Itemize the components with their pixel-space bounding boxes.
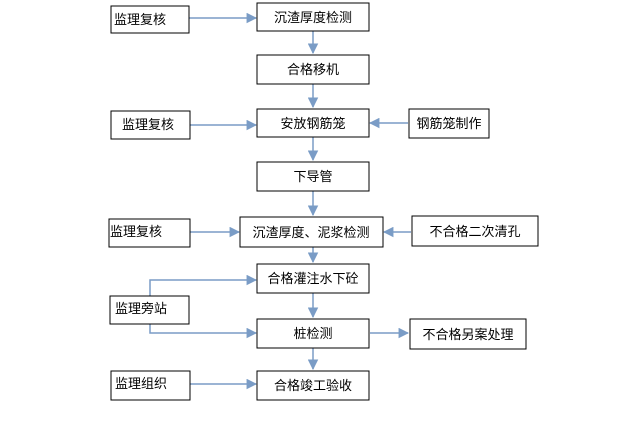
- node-check1-label: 沉渣厚度检测: [274, 10, 352, 26]
- node-sup3: 监理复核: [108, 218, 191, 248]
- node-move-label: 合格移机: [287, 62, 339, 78]
- node-accept: 合格竣工验收: [256, 370, 370, 401]
- node-cage-make-label: 钢筋笼制作: [416, 116, 481, 132]
- node-cage-place: 安放钢筋笼: [256, 108, 370, 138]
- node-check2: 沉渣厚度、泥浆检测: [239, 216, 384, 248]
- node-sup1: 监理复核: [110, 5, 190, 34]
- arrow-supside-to-pile: [149, 324, 258, 339]
- node-sup-side-label: 监理旁站: [115, 301, 167, 317]
- node-cage-make: 钢筋笼制作: [408, 108, 490, 139]
- node-sup-org-label: 监理组织: [115, 377, 167, 392]
- node-pipe: 下导管: [256, 161, 370, 192]
- node-pile-test-label: 桩检测: [293, 327, 332, 342]
- node-sup3-label: 监理复核: [110, 225, 162, 240]
- node-fail-plan-label: 不合格另案处理: [422, 327, 513, 343]
- arrow-supside-to-pour: [149, 274, 258, 296]
- node-fail-plan: 不合格另案处理: [409, 318, 527, 350]
- node-accept-label: 合格竣工验收: [274, 378, 352, 394]
- node-reclean-label: 不合格二次清孔: [429, 224, 520, 240]
- node-sup2: 监理复核: [110, 110, 191, 140]
- node-move: 合格移机: [256, 54, 370, 85]
- node-sup-side: 监理旁站: [109, 295, 190, 325]
- arrows: [149, 12, 411, 390]
- node-sup-org: 监理组织: [110, 370, 191, 401]
- node-reclean: 不合格二次清孔: [411, 215, 539, 247]
- node-sup2-label: 监理复核: [122, 118, 174, 133]
- node-cage-place-label: 安放钢筋笼: [280, 116, 345, 132]
- node-check1: 沉渣厚度检测: [256, 2, 370, 32]
- node-check2-label: 沉渣厚度、泥浆检测: [252, 225, 369, 241]
- node-pour-label: 合格灌注水下砼: [267, 271, 358, 287]
- node-sup1-label: 监理复核: [114, 13, 166, 28]
- node-pile-test: 桩检测: [256, 318, 370, 349]
- node-pipe-label: 下导管: [293, 170, 332, 185]
- node-pour: 合格灌注水下砼: [256, 263, 370, 294]
